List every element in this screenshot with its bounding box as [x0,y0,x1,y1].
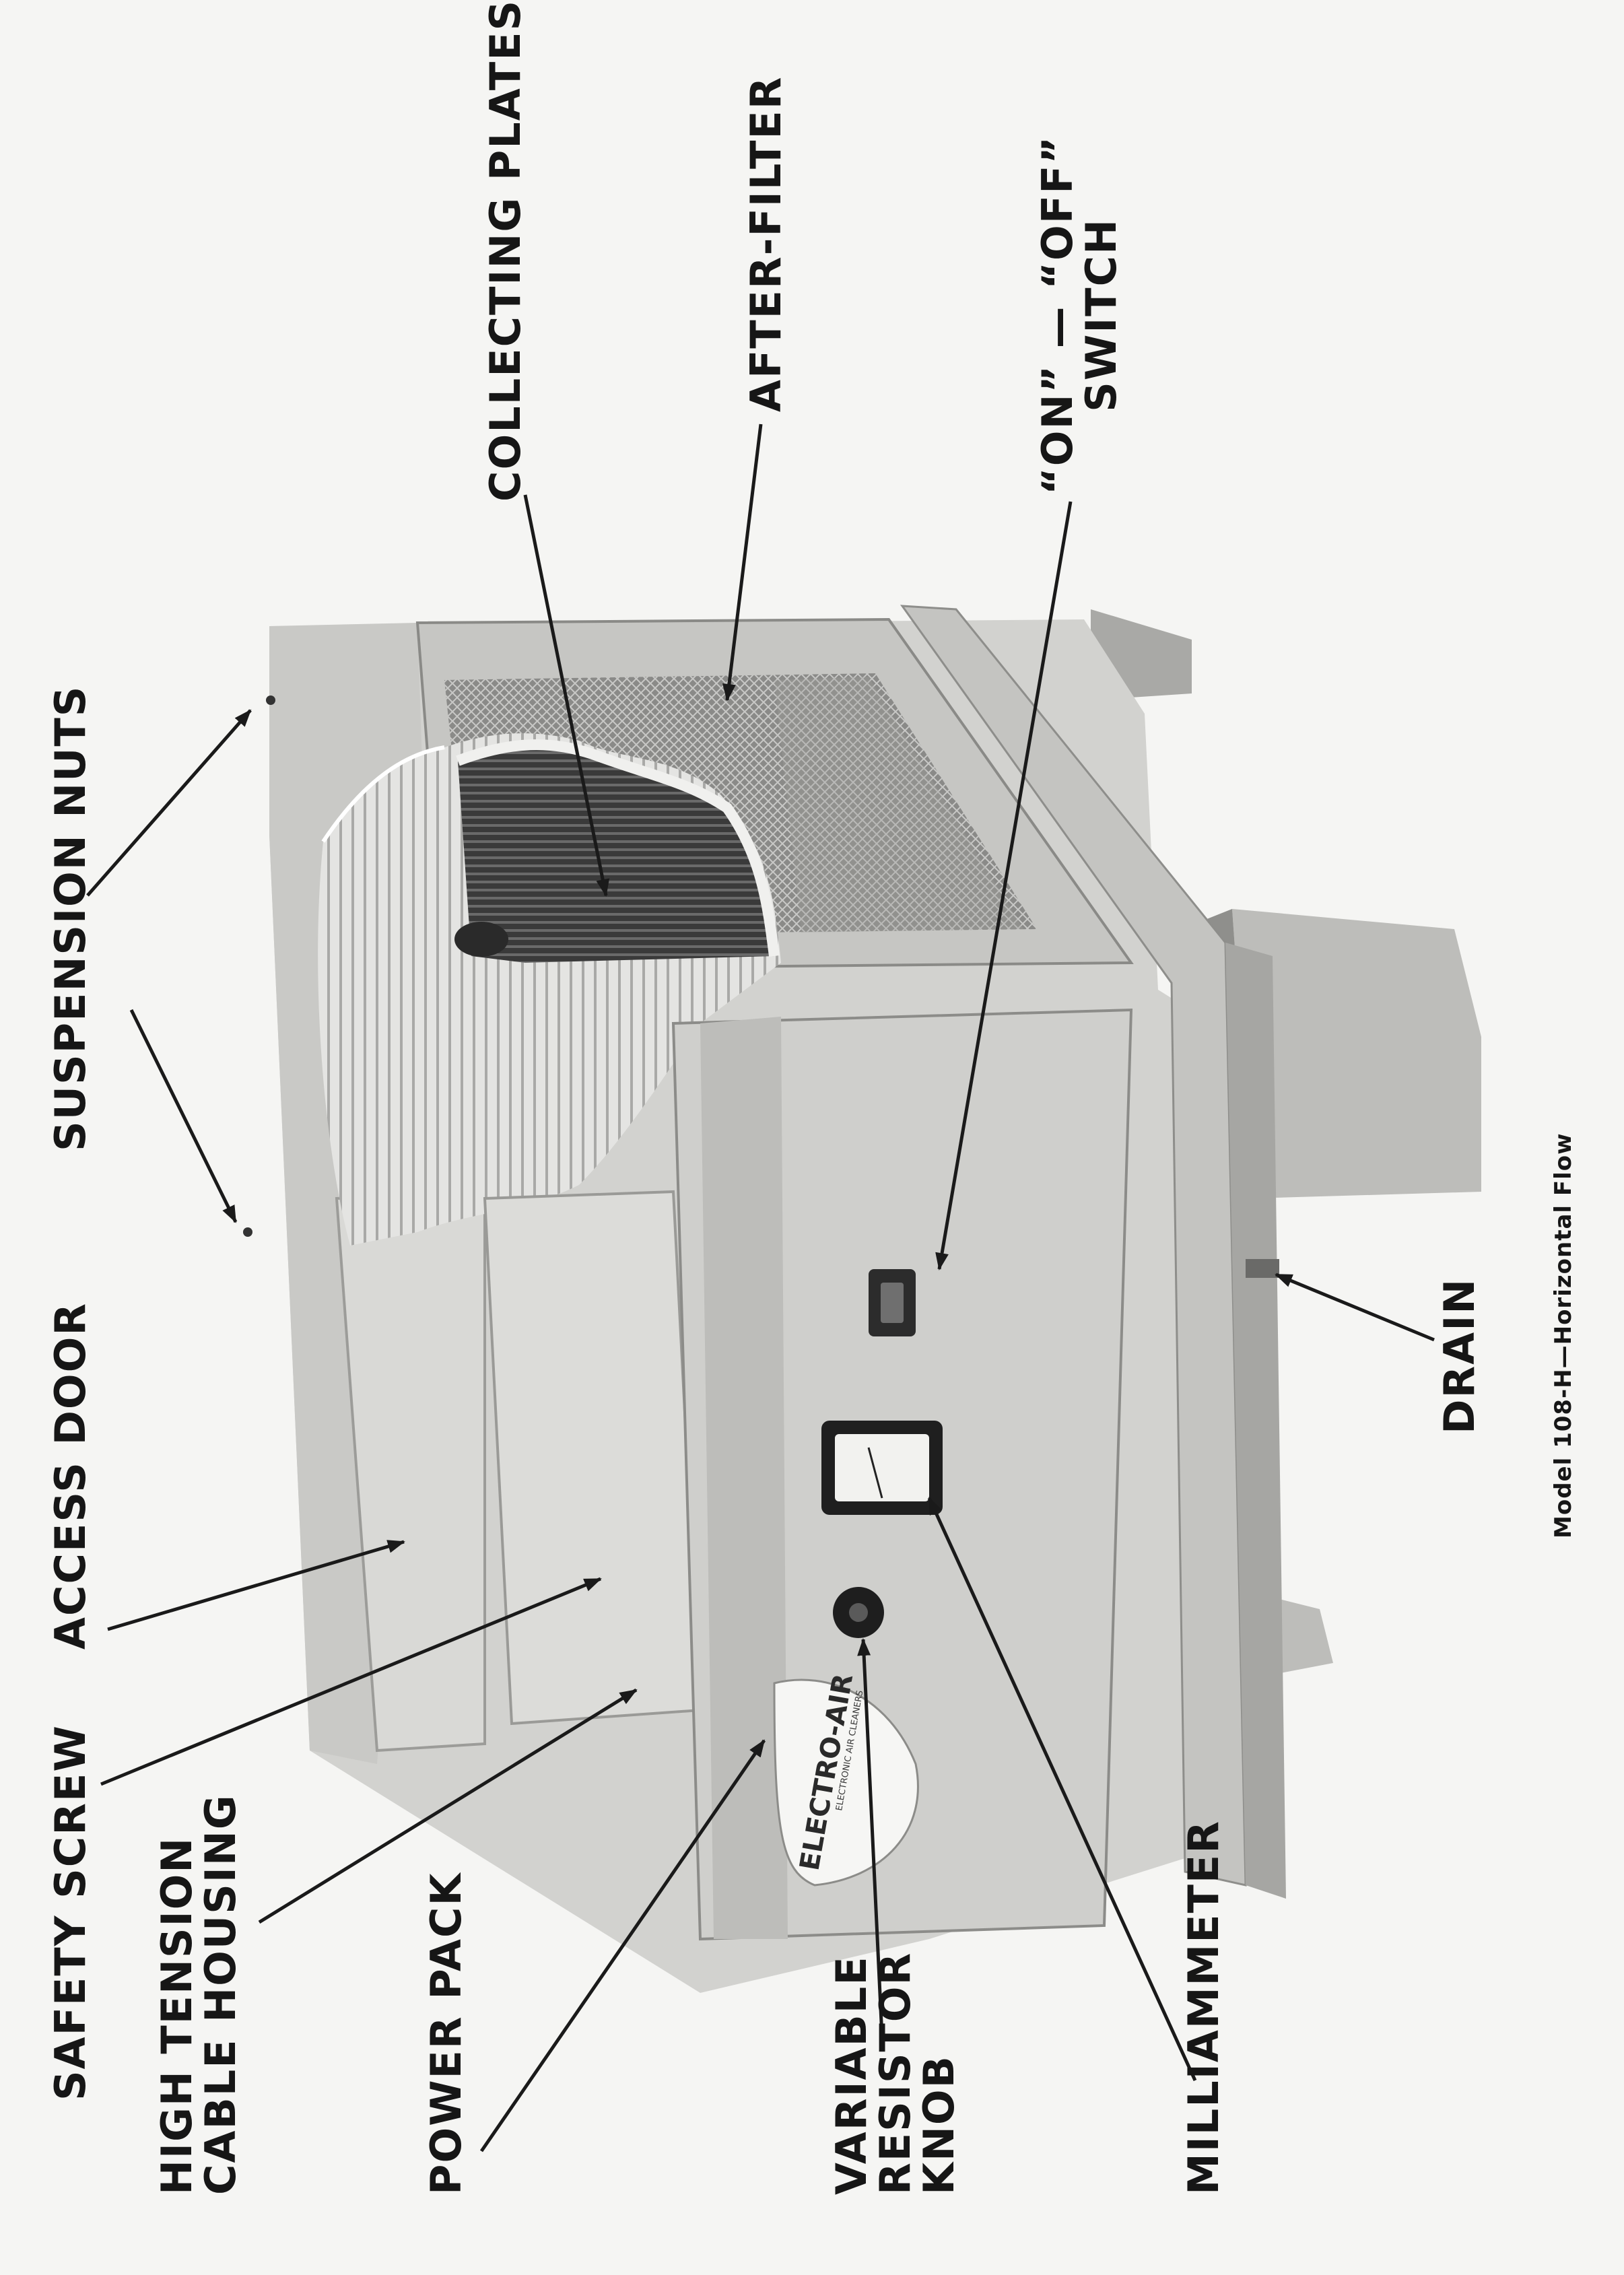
arrow-suspension-nut-2 [129,1009,238,1223]
electro-air-nameplate: ELECTRO-AIR ELECTRONIC AIR CLEANERS [773,1672,919,1887]
figure-caption: Model 108-H—Horizontal Flow [1550,1132,1577,1538]
cutaway [318,733,781,1246]
resistor-knob [833,1587,884,1638]
arrow-suspension-nut-1 [86,709,252,897]
arrow-safety-screw [100,1577,602,1786]
arrow-power-pack [479,1739,766,2152]
suspension-nut [243,1227,252,1237]
access-hole [454,922,508,957]
on-off-switch [869,1269,916,1336]
arrow-after-filter [722,423,763,702]
arrow-collecting-plates [523,494,610,897]
label-drain: DRAIN [1435,1277,1484,1434]
label-after-filter: AFTER-FILTER [741,75,790,412]
arrow-milliammeter [927,1497,1197,2082]
label-safety-screw: SAFETY SCREW [46,1724,95,2101]
label-variable-resistor-knob: VARIABLE RESISTOR KNOB [827,1951,964,2195]
arrow-access-door [107,1540,405,1631]
leader-arrows [86,423,1435,2152]
suspension-nut [266,695,275,705]
label-milliammeter: MILLIAMMETER [1179,1820,1228,2195]
arrow-high-tension-cable-housing [258,1688,638,1924]
label-high-tension-cable-housing: HIGH TENSION CABLE HOUSING [152,1794,246,2195]
label-suspension-nuts: SUSPENSION NUTS [46,685,95,1151]
drain-pipe [1246,1259,1279,1278]
arrow-drain [1275,1272,1435,1342]
label-access-door: ACCESS DOOR [46,1301,95,1650]
milliammeter-gauge [821,1421,943,1515]
arrow-variable-resistor-knob [857,1638,884,2037]
label-on-off-switch: “ON” — “OFF” SWITCH [1033,135,1126,495]
arrow-on-off-switch [935,501,1073,1270]
label-power-pack: POWER PACK [421,1872,471,2196]
label-collecting-plates: COLLECTING PLATES [481,0,530,502]
